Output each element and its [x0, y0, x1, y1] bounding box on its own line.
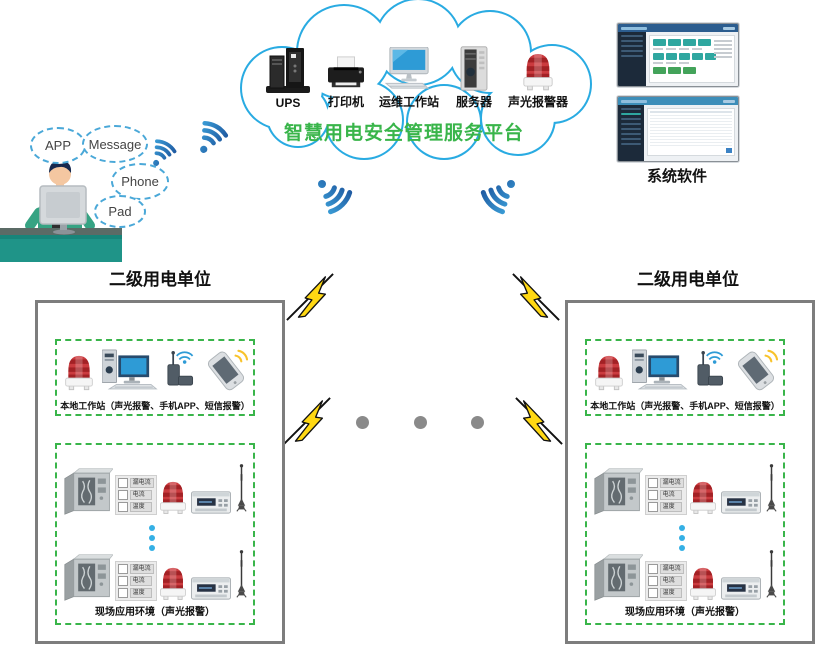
- screenshot-sidebar: [618, 32, 646, 86]
- bubble-message-label: Message: [88, 136, 142, 152]
- sensor-label: 电流: [659, 576, 682, 586]
- unit-box-left: 本地工作站（声光报警、手机APP、短信报警） 漏电流 电流 温度: [35, 300, 285, 644]
- unit-title-left: 二级用电单位: [109, 270, 211, 289]
- platform-title: 智慧用电安全管理服务平台: [283, 123, 524, 144]
- cabinet-icon: [64, 554, 113, 601]
- cloud-device-workstation: 运维工作站: [378, 46, 440, 110]
- lightning-icon: [511, 272, 561, 322]
- modem-icon: [166, 350, 193, 386]
- lightning-icon: [282, 396, 332, 446]
- sensor-stack: 漏电流 电流 温度: [114, 475, 157, 515]
- sensor-label: 漏电流: [129, 564, 154, 574]
- pc-icon: [101, 349, 157, 390]
- sensor-label: 漏电流: [659, 564, 684, 574]
- software-label: 系统软件: [646, 168, 707, 185]
- screenshot-titlebar: [618, 24, 738, 32]
- phone-icon: [734, 349, 778, 391]
- cabinet-icon: [594, 468, 643, 515]
- printer-icon: [327, 56, 365, 88]
- modem-icon: [696, 350, 723, 386]
- sensor-label: 电流: [659, 490, 682, 500]
- cloud-device-ups: UPS: [260, 46, 316, 110]
- monitor-device-icon: [191, 491, 231, 514]
- antenna-icon: [766, 463, 777, 513]
- pc-icon: [631, 349, 687, 390]
- bubble-phone-label: Phone: [121, 174, 159, 189]
- sensor-stack: 漏电流 电流 温度: [114, 561, 157, 601]
- workstation-zone: 本地工作站（声光报警、手机APP、短信报警）: [55, 339, 255, 416]
- cloud-device-server: 服务器: [446, 46, 502, 110]
- sensor-label: 温度: [129, 502, 152, 512]
- lightning-icon: [285, 272, 335, 322]
- sensor-stack: 漏电流 电流 温度: [644, 475, 687, 515]
- software-screenshot-table: [617, 96, 739, 162]
- field-zone: 漏电流 电流 温度 漏电流 电流 温度: [585, 443, 785, 625]
- cabinet-icon: [594, 554, 643, 601]
- monitor-device-icon: [191, 577, 231, 600]
- workstation-label: 运维工作站: [378, 95, 439, 109]
- monitor-device-icon: [721, 491, 761, 514]
- wifi-icon: [313, 177, 357, 217]
- antenna-icon: [236, 549, 247, 599]
- cloud-device-alarm: 声光报警器: [506, 46, 570, 110]
- sensor-stack: 漏电流 电流 温度: [644, 561, 687, 601]
- workstation-zone: 本地工作站（声光报警、手机APP、短信报警）: [585, 339, 785, 416]
- sensor-label: 温度: [129, 588, 152, 598]
- software-screenshot-dashboard: [617, 23, 739, 87]
- cloud-shape: [240, 0, 592, 160]
- screenshot-titlebar: [618, 97, 738, 105]
- bubble-app: APP: [30, 127, 86, 164]
- alarm-icon: [593, 351, 625, 391]
- vertical-dots: [679, 525, 686, 551]
- alarm-label: 声光报警器: [507, 95, 568, 109]
- ups-icon: [266, 47, 310, 94]
- server-icon: [460, 46, 488, 91]
- bubble-message: Message: [82, 125, 148, 163]
- bubble-pad-label: Pad: [108, 204, 132, 219]
- alarm-icon: [688, 563, 718, 601]
- ups-label: UPS: [275, 96, 301, 110]
- ellipsis-dots: [356, 416, 484, 429]
- workstation-label: 本地工作站（声光报警、手机APP、短信报警）: [60, 401, 250, 411]
- workstation-label: 本地工作站（声光报警、手机APP、短信报警）: [590, 401, 780, 411]
- screenshot-table-panel: [647, 108, 735, 156]
- alarm-icon: [158, 563, 188, 601]
- field-label: 现场应用环境（声光报警）: [95, 607, 215, 618]
- lightning-icon: [514, 396, 564, 446]
- field-label: 现场应用环境（声光报警）: [625, 607, 745, 618]
- alarm-icon: [63, 351, 95, 391]
- server-label: 服务器: [455, 95, 492, 109]
- antenna-icon: [766, 549, 777, 599]
- sensor-label: 温度: [659, 502, 682, 512]
- field-zone: 漏电流 电流 温度 漏电流 电流 温度: [55, 443, 255, 625]
- screenshot-panel: [649, 35, 735, 83]
- printer-label: 打印机: [327, 95, 364, 109]
- alarm-icon: [521, 49, 555, 91]
- wifi-icon: [476, 177, 520, 217]
- screenshot-sidebar: [618, 105, 644, 161]
- phone-icon: [204, 349, 248, 391]
- cabinet-icon: [64, 468, 113, 515]
- bubble-pad: Pad: [94, 195, 146, 228]
- vertical-dots: [149, 525, 156, 551]
- bubble-app-label: APP: [44, 138, 71, 153]
- alarm-icon: [688, 477, 718, 515]
- alarm-icon: [158, 477, 188, 515]
- sensor-label: 电流: [129, 490, 152, 500]
- wifi-icon: [145, 135, 179, 169]
- sensor-label: 电流: [129, 576, 152, 586]
- workstation-icon: [385, 47, 429, 89]
- bubble-phone: Phone: [111, 163, 169, 200]
- operator-figure: [0, 158, 122, 262]
- sensor-label: 漏电流: [129, 478, 154, 488]
- monitor-device-icon: [721, 577, 761, 600]
- antenna-icon: [236, 463, 247, 513]
- cloud-device-printer: 打印机: [318, 46, 374, 110]
- unit-box-right: 本地工作站（声光报警、手机APP、短信报警） 漏电流 电流 温度: [565, 300, 815, 644]
- unit-title-right: 二级用电单位: [637, 270, 739, 289]
- sensor-label: 漏电流: [659, 478, 684, 488]
- sensor-label: 温度: [659, 588, 682, 598]
